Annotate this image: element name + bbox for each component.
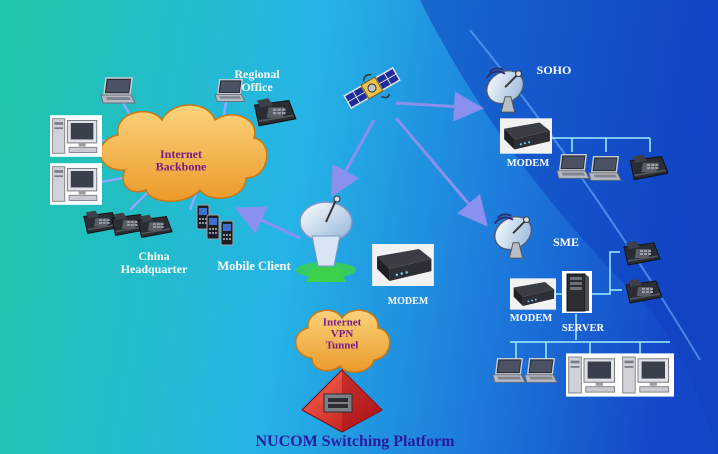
satellite-icon: [343, 66, 401, 110]
mobile-phone-icon: [220, 220, 234, 246]
satellite-links: [234, 91, 488, 240]
arrow-to-backbone: [234, 206, 301, 240]
sme-lan-links: [510, 251, 670, 358]
sme-label: SME: [552, 235, 579, 249]
desktop-computer-icon: [50, 162, 102, 206]
satellite-dish-icon: [296, 195, 356, 282]
laptop-icon: [588, 155, 622, 182]
modem-center-label: MODEM: [387, 296, 429, 307]
modem-sme-label: MODEM: [509, 313, 553, 324]
mobile-client-label: Mobile Client: [217, 259, 291, 273]
desktop-computer-icon: [620, 352, 674, 398]
soho-lan-links: [552, 137, 651, 152]
label-line: Internet: [160, 147, 202, 161]
desktop-computer-icon: [566, 352, 620, 398]
modem-icon: [500, 118, 552, 154]
arrow-to-sme: [394, 117, 488, 227]
desktop-computer-icon: [50, 114, 102, 158]
modem-icon: [510, 278, 556, 310]
soho-label: SOHO: [536, 63, 572, 77]
mobile-phone-icon: [206, 214, 220, 240]
label-line: Tunnel: [326, 339, 359, 351]
label-line: Backbone: [156, 160, 207, 174]
label-line: Internet: [323, 316, 362, 328]
laptop-icon: [524, 357, 558, 384]
label-line: VPN: [331, 328, 354, 340]
arrow-to-ground-dish: [331, 119, 376, 198]
server-tower-icon: [562, 270, 592, 314]
nucom-switch-pyramid-icon: [301, 369, 383, 433]
diagram-title: NUCOM Switching Platform: [255, 433, 455, 450]
modem-soho-label: MODEM: [506, 158, 550, 169]
internet-cloud-icon: [99, 104, 268, 202]
internet-cloud-icon: [295, 309, 391, 373]
server-label: SERVER: [561, 323, 605, 334]
modem-icon: [372, 244, 434, 286]
background-swoosh: [420, 0, 718, 454]
arrow-to-soho: [395, 91, 484, 122]
laptop-icon: [492, 357, 526, 384]
laptop-icon: [100, 77, 136, 104]
